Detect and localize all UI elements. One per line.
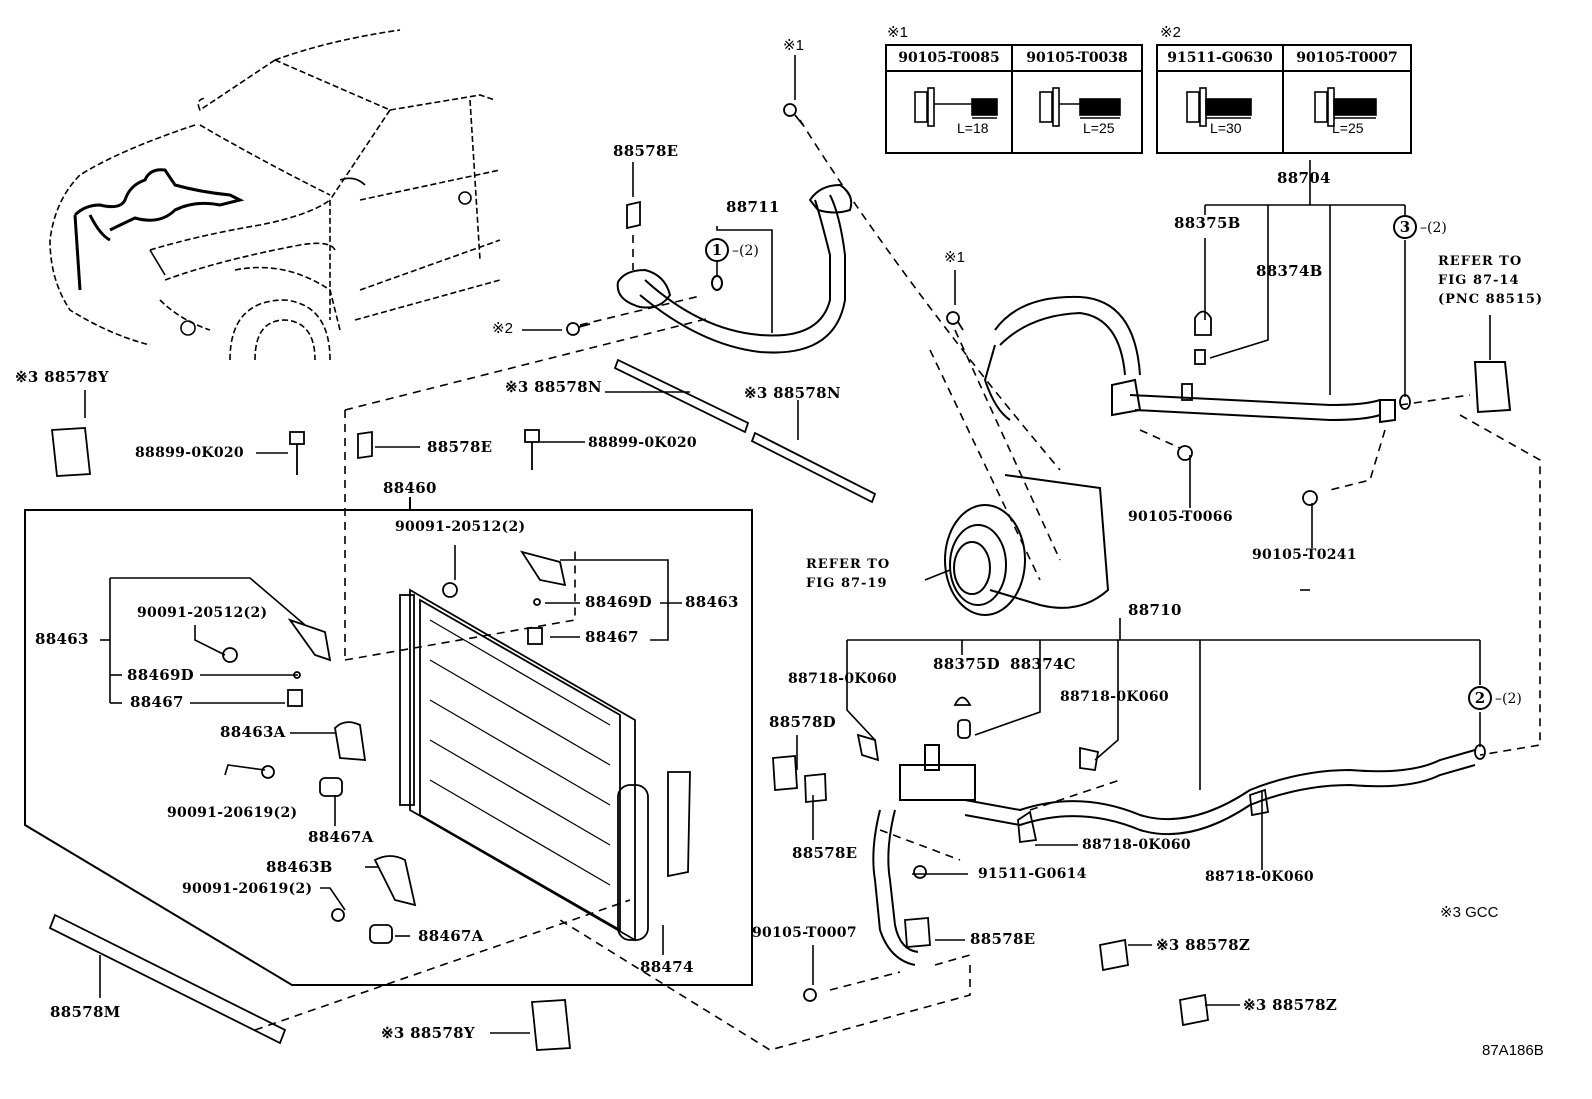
part-label-88460[interactable]: 88460: [383, 479, 437, 497]
dashed-guides: [344, 119, 1061, 661]
bolt-part-number: 90105-T0038: [1013, 46, 1141, 72]
bolt-table-1-col-2: 90105-T0038 L=25: [1011, 46, 1141, 152]
vehicle-wheel: [229, 299, 331, 361]
part-label-88474[interactable]: 88474: [640, 958, 694, 976]
bolt-length: L=25: [1332, 120, 1364, 136]
part-label-88578Y-left[interactable]: ※3 88578Y: [15, 368, 109, 386]
callout-circle-1[interactable]: 1: [705, 238, 729, 262]
small-parts: [48, 103, 1486, 1051]
part-label-88463-left[interactable]: 88463: [35, 630, 89, 648]
headlamp: [149, 177, 472, 336]
part-label-88469D-right[interactable]: 88469D: [585, 593, 652, 611]
bolt-length: L=30: [1210, 120, 1242, 136]
part-label-90105-T0066[interactable]: 90105-T0066: [1128, 509, 1233, 525]
refer-to-fig-87-19[interactable]: REFER TO FIG 87-19: [806, 557, 891, 591]
dashed-guides-right: [1139, 394, 1541, 756]
part-label-90091-20619-b[interactable]: 90091-20619(2): [182, 881, 313, 897]
callout-circle-3[interactable]: 3: [1393, 215, 1417, 239]
bolt-table-2-col-1: 91511-G0630 L=30: [1158, 46, 1282, 152]
part-label-88467A-b[interactable]: 88467A: [418, 927, 484, 945]
part-label-88375D[interactable]: 88375D: [933, 655, 1000, 673]
liquid-pipe-88710: [846, 618, 1481, 870]
leader-lines-right: [954, 160, 1491, 548]
bolt-table-1-col-1: 90105-T0085 L=18: [887, 46, 1011, 152]
dashed-guides-lower: [254, 779, 1121, 1051]
part-label-88578E-top[interactable]: 88578E: [613, 142, 679, 160]
part-label-88578E-mid[interactable]: 88578E: [427, 438, 493, 456]
bolt-marker-2-left: ※2: [492, 320, 513, 337]
part-label-88578E-low[interactable]: 88578E: [792, 844, 858, 862]
part-label-90091-20619-a[interactable]: 90091-20619(2): [167, 805, 298, 821]
part-label-90091-20512-left[interactable]: 90091-20512(2): [137, 605, 268, 621]
wiring-harness: [73, 168, 245, 291]
part-label-88718-0K060-d[interactable]: 88718-0K060: [1205, 869, 1314, 885]
bolt-part-number: 90105-T0085: [887, 46, 1011, 72]
bolt-table-2-col-2: 90105-T0007 L=25: [1282, 46, 1410, 152]
footnote-gcc: ※3 GCC: [1440, 904, 1499, 921]
part-label-88463B[interactable]: 88463B: [266, 858, 333, 876]
condenser: [399, 588, 691, 942]
part-label-88374C[interactable]: 88374C: [1010, 655, 1076, 673]
bolt-part-number: 90105-T0007: [1284, 46, 1410, 72]
part-label-90105-T0007[interactable]: 90105-T0007: [752, 925, 857, 941]
compressor: [944, 474, 1110, 616]
vehicle-illustration: [49, 29, 501, 346]
part-label-88374B[interactable]: 88374B: [1256, 262, 1323, 280]
part-label-88718-0K060-b[interactable]: 88718-0K060: [1060, 689, 1169, 705]
leader-lines: [522, 55, 796, 333]
suction-hose-88704: [983, 295, 1396, 424]
part-label-88711[interactable]: 88711: [726, 198, 780, 216]
condenser-box: [24, 497, 753, 986]
liquid-pipe-body: [872, 744, 1476, 966]
expansion-valve: [1473, 361, 1512, 414]
bolt-marker-1-mid: ※1: [944, 249, 965, 266]
part-label-88467-right[interactable]: 88467: [585, 628, 639, 646]
part-label-88463-right[interactable]: 88463: [685, 593, 739, 611]
part-label-88467A-a[interactable]: 88467A: [308, 828, 374, 846]
bolt-length: L=25: [1083, 120, 1115, 136]
part-label-88463A[interactable]: 88463A: [220, 723, 286, 741]
part-label-88578E-bottom[interactable]: 88578E: [970, 930, 1036, 948]
part-label-88578Y-bottom[interactable]: ※3 88578Y: [381, 1024, 475, 1042]
bolt-table-2: 91511-G0630 L=30 90105-T0007 L=25: [1156, 44, 1412, 154]
table-bolt-glyphs: [914, 87, 1377, 127]
part-label-88718-0K060-a[interactable]: 88718-0K060: [788, 671, 897, 687]
callout-qty-3: –(2): [1420, 220, 1447, 236]
part-label-88578N-b[interactable]: ※3 88578N: [744, 384, 841, 402]
part-label-88710[interactable]: 88710: [1128, 601, 1182, 619]
part-label-88899-0K020-right[interactable]: 88899-0K020: [588, 435, 697, 451]
callout-qty-2: –(2): [1495, 691, 1522, 707]
part-label-88578Z-a[interactable]: ※3 88578Z: [1156, 936, 1251, 954]
part-label-88578D[interactable]: 88578D: [769, 713, 836, 731]
part-label-88578M[interactable]: 88578M: [50, 1003, 121, 1021]
part-label-90091-20512-right[interactable]: 90091-20512(2): [395, 519, 526, 535]
part-label-88375B[interactable]: 88375B: [1174, 214, 1241, 232]
figure-id: 87A186B: [1482, 1042, 1544, 1059]
callout-circle-2[interactable]: 2: [1468, 686, 1492, 710]
part-label-88578Z-b[interactable]: ※3 88578Z: [1243, 996, 1338, 1014]
callout-qty-1: –(2): [732, 243, 759, 259]
bolt-part-number: 91511-G0630: [1158, 46, 1282, 72]
part-label-88704[interactable]: 88704: [1277, 169, 1331, 187]
part-label-88469D-left[interactable]: 88469D: [127, 666, 194, 684]
bolt-marker-1-top: ※1: [783, 37, 804, 54]
part-label-88718-0K060-c[interactable]: 88718-0K060: [1082, 837, 1191, 853]
table-2-marker: ※2: [1160, 24, 1181, 41]
bolt-length: L=18: [957, 120, 989, 136]
table-1-marker: ※1: [887, 24, 908, 41]
part-label-88899-0K020-left[interactable]: 88899-0K020: [135, 445, 244, 461]
refer-to-fig-87-14[interactable]: REFER TO FIG 87-14 (PNC 88515): [1438, 254, 1544, 307]
bolt-table-1: 90105-T0085 L=18 90105-T0038 L=25: [885, 44, 1143, 154]
part-label-91511-G0614[interactable]: 91511-G0614: [978, 866, 1087, 882]
leader-lines-lower: [84, 390, 1310, 1034]
part-label-88467-left[interactable]: 88467: [130, 693, 184, 711]
part-label-90105-T0241[interactable]: 90105-T0241: [1252, 547, 1357, 563]
part-label-88578N-a[interactable]: ※3 88578N: [505, 378, 602, 396]
